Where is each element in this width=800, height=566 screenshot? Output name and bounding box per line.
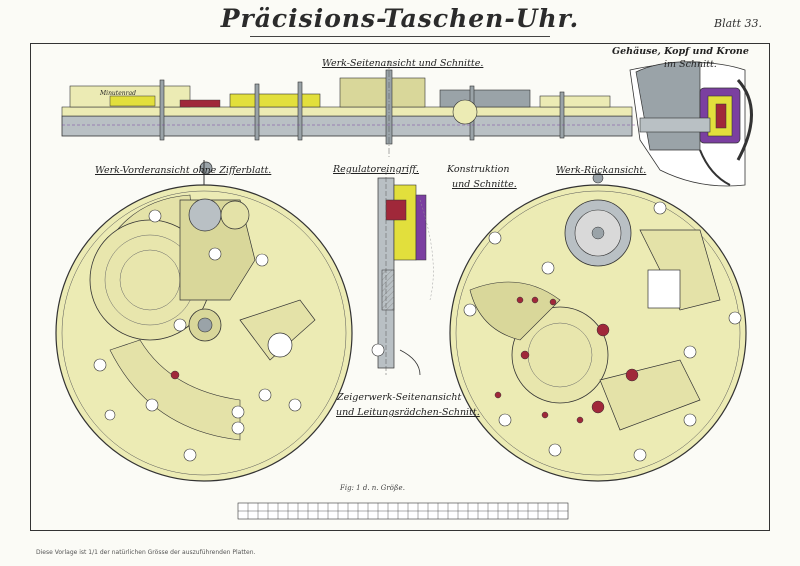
label-motion-work: Zeigerwerk-Seitenansicht [337, 392, 462, 403]
label-regulator: Regulatoreingriff. [333, 164, 419, 175]
title-underline [250, 36, 550, 37]
label-back-view: Werk-Rückansicht. [556, 165, 647, 176]
side-view-drawing [61, 60, 640, 158]
label-construction-2: und Schnitte. [452, 179, 517, 190]
label-case-section: Gehäuse, Kopf und Krone [612, 46, 749, 57]
front-view-movement [55, 160, 353, 482]
scale-note: Fig: 1 d. n. Größe. [340, 484, 405, 492]
label-motion-work-2: und Leitungsrädchen-Schnitt. [336, 407, 480, 418]
drawing-frame [30, 43, 770, 531]
label-minute-wheel: Minutenrad [100, 90, 136, 97]
label-side-view: Werk-Seitenansicht und Schnitte. [322, 58, 484, 69]
footnote: Diese Vorlage ist 1/1 der natürlichen Gr… [36, 549, 256, 556]
back-view-movement [449, 172, 747, 482]
label-construction: Konstruktion [447, 164, 510, 175]
sheet-number: Blatt 33. [714, 17, 762, 30]
label-front-view: Werk-Vorderansicht ohne Zifferblatt. [95, 165, 272, 176]
case-crown-section [629, 61, 753, 187]
page-title: Präcisions-Taschen-Uhr. [220, 4, 580, 33]
regulator-section [371, 170, 434, 376]
label-case-section-2: im Schnitt. [664, 59, 717, 70]
scale-bar [237, 502, 569, 520]
